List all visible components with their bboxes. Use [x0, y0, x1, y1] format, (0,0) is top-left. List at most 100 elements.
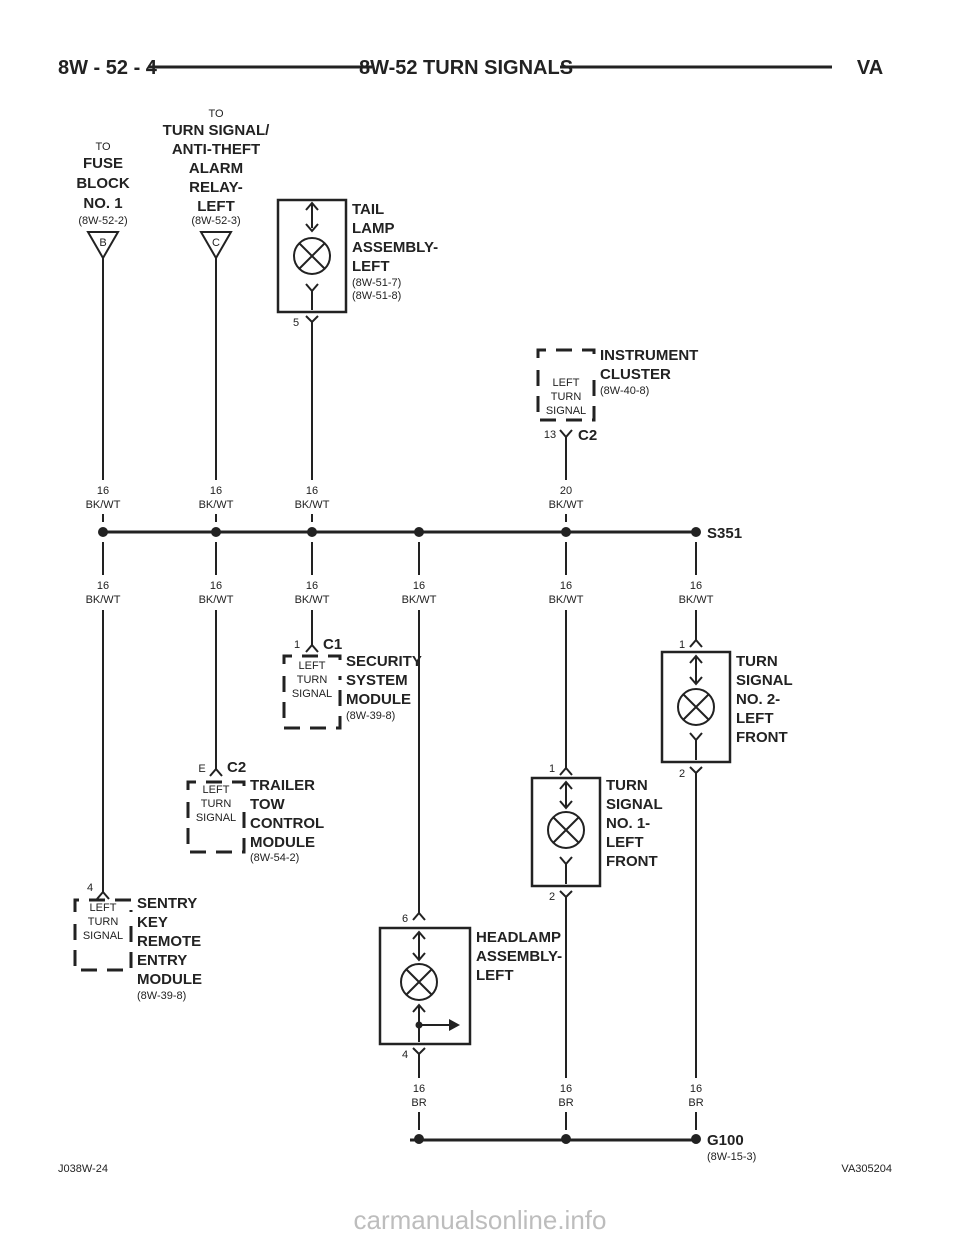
- page-number: 8W - 52 - 4: [58, 57, 158, 79]
- headlamp-arrow-icon: [449, 1019, 460, 1031]
- trailer-tow-control-module: E C2 LEFT TURN SIGNAL TRAILER TOW CONTRO…: [186, 759, 324, 864]
- cluster-pin-icon: [559, 429, 573, 439]
- turn2-terminal-mid-icon: [689, 676, 703, 686]
- headlamp-pin-bottom-icon: [412, 1047, 426, 1056]
- turn2-terminal-low-icon: [689, 732, 703, 742]
- relay-reference: TO TURN SIGNAL/ ANTI-THEFT ALARM RELAY- …: [163, 108, 270, 261]
- cluster-line-2: CLUSTER: [600, 366, 671, 383]
- wire-bot-3-color: BK/WT: [295, 594, 330, 606]
- wire-top-2-color: BK/WT: [199, 499, 234, 511]
- headlamp-line-3: LEFT: [476, 967, 514, 984]
- tail-lamp-bulb-cross-icon: [298, 242, 326, 270]
- trailer-dash-bottom: [186, 802, 246, 854]
- sentry-inner-3: SIGNAL: [83, 930, 123, 942]
- headlamp-bulb-icon: [400, 963, 438, 1001]
- security-connector: C1: [323, 636, 342, 653]
- relay-pin: C: [212, 237, 220, 249]
- fuse-block-reference: TO FUSE BLOCK NO. 1 (8W-52-2) B: [76, 141, 130, 261]
- tail-lamp-line-2: LAMP: [352, 220, 395, 237]
- splice-dot-4: [414, 527, 424, 537]
- headlamp-pin-bottom: 4: [402, 1049, 408, 1061]
- turn1-line-4: LEFT: [606, 834, 644, 851]
- trailer-inner-3: SIGNAL: [196, 812, 236, 824]
- sentry-line-3: REMOTE: [137, 933, 201, 950]
- relay-name-line-1: TURN SIGNAL/: [163, 122, 270, 139]
- trailer-connector: C2: [227, 759, 246, 776]
- headlamp-terminal-mid-icon: [412, 952, 426, 962]
- page-title: 8W-52 TURN SIGNALS: [359, 57, 573, 79]
- tail-lamp-line-1: TAIL: [352, 201, 384, 218]
- relay-connector-triangle-icon: [199, 231, 233, 261]
- headlamp-pin-top-icon: [412, 911, 426, 921]
- sentry-line-1: SENTRY: [137, 895, 197, 912]
- turn1-line-1: TURN: [606, 777, 648, 794]
- fuse-name-line-3: NO. 1: [83, 195, 122, 212]
- fuse-pin: B: [99, 237, 106, 249]
- turn1-line-5: FRONT: [606, 853, 658, 870]
- security-inner-2: TURN: [297, 674, 328, 686]
- tail-lamp-pin-icon: [305, 315, 319, 324]
- trailer-ref: (8W-54-2): [250, 852, 299, 864]
- relay-to-label: TO: [208, 108, 224, 120]
- headlamp-bulb-cross-icon: [405, 968, 433, 996]
- sentry-inner-1: LEFT: [90, 902, 117, 914]
- sentry-pin: 4: [87, 882, 93, 894]
- security-inner-3: SIGNAL: [292, 688, 332, 700]
- relay-ref: (8W-52-3): [191, 215, 240, 227]
- relay-name-line-3: ALARM: [189, 160, 243, 177]
- tail-lamp-terminal-mid-icon: [305, 223, 319, 233]
- splice-label: S351: [707, 525, 742, 542]
- tail-lamp-line-4: LEFT: [352, 258, 390, 275]
- turn1-bulb-icon: [547, 811, 585, 849]
- trailer-line-4: MODULE: [250, 834, 315, 851]
- security-dash-bottom: [282, 676, 342, 730]
- security-line-2: SYSTEM: [346, 672, 408, 689]
- cluster-connector: C2: [578, 427, 597, 444]
- tail-lamp-ref-2: (8W-51-8): [352, 290, 401, 302]
- turn2-line-1: TURN: [736, 653, 778, 670]
- fuse-ref: (8W-52-2): [78, 215, 127, 227]
- tail-lamp-ref-1: (8W-51-7): [352, 277, 401, 289]
- cluster-line-1: INSTRUMENT: [600, 347, 698, 364]
- splice-dot-1: [98, 527, 108, 537]
- tail-lamp-line-3: ASSEMBLY-: [352, 239, 438, 256]
- turn1-line-3: NO. 1-: [606, 815, 650, 832]
- ground-wire-3-color: BR: [688, 1097, 703, 1109]
- turn2-bulb-cross-icon: [682, 693, 710, 721]
- splice-dot-2: [211, 527, 221, 537]
- sentry-pin-icon: [96, 890, 110, 900]
- cluster-pin: 13: [544, 429, 556, 441]
- ground-ref: (8W-15-3): [707, 1151, 756, 1163]
- ground-dot-3: [691, 1134, 701, 1144]
- security-line-3: MODULE: [346, 691, 411, 708]
- turn2-line-3: NO. 2-: [736, 691, 780, 708]
- wire-top-3-color: BK/WT: [295, 499, 330, 511]
- wire-top-1-color: BK/WT: [86, 499, 121, 511]
- tail-lamp-pin: 5: [293, 317, 299, 329]
- wire-bot-4-gauge: 16: [413, 580, 425, 592]
- wire-bot-5-gauge: 16: [560, 580, 572, 592]
- brand-label: VA: [857, 57, 883, 79]
- turn2-pin-bottom-icon: [689, 766, 703, 775]
- trailer-pin-icon: [209, 767, 223, 777]
- relay-name-line-5: LEFT: [197, 198, 235, 215]
- security-inner-1: LEFT: [299, 660, 326, 672]
- sentry-line-2: KEY: [137, 914, 168, 931]
- splice-dot-6: [691, 527, 701, 537]
- ground-wire-1-color: BR: [411, 1097, 426, 1109]
- tail-lamp-assembly: 5 TAIL LAMP ASSEMBLY- LEFT (8W-51-7) (8W…: [276, 198, 438, 329]
- cluster-inner-1: LEFT: [553, 377, 580, 389]
- wire-top-3-gauge: 16: [306, 485, 318, 497]
- watermark: carmanualsonline.info: [353, 1205, 607, 1235]
- sentry-dash-top: [73, 898, 133, 912]
- turn1-box: [530, 776, 602, 888]
- security-system-module: 1 C1 LEFT TURN SIGNAL SECURITY SYSTEM MO…: [282, 636, 422, 730]
- wire-bot-4-color: BK/WT: [402, 594, 437, 606]
- sentry-key-remote-entry-module: 4 LEFT TURN SIGNAL SENTRY KEY REMOTE ENT…: [73, 882, 202, 1002]
- turn1-pin-top: 1: [549, 763, 555, 775]
- footer-right-code: VA305204: [841, 1163, 892, 1175]
- relay-name-line-2: ANTI-THEFT: [172, 141, 260, 158]
- ground-wire-3-gauge: 16: [690, 1083, 702, 1095]
- fuse-name-line-2: BLOCK: [76, 175, 129, 192]
- wire-top-4-color: BK/WT: [549, 499, 584, 511]
